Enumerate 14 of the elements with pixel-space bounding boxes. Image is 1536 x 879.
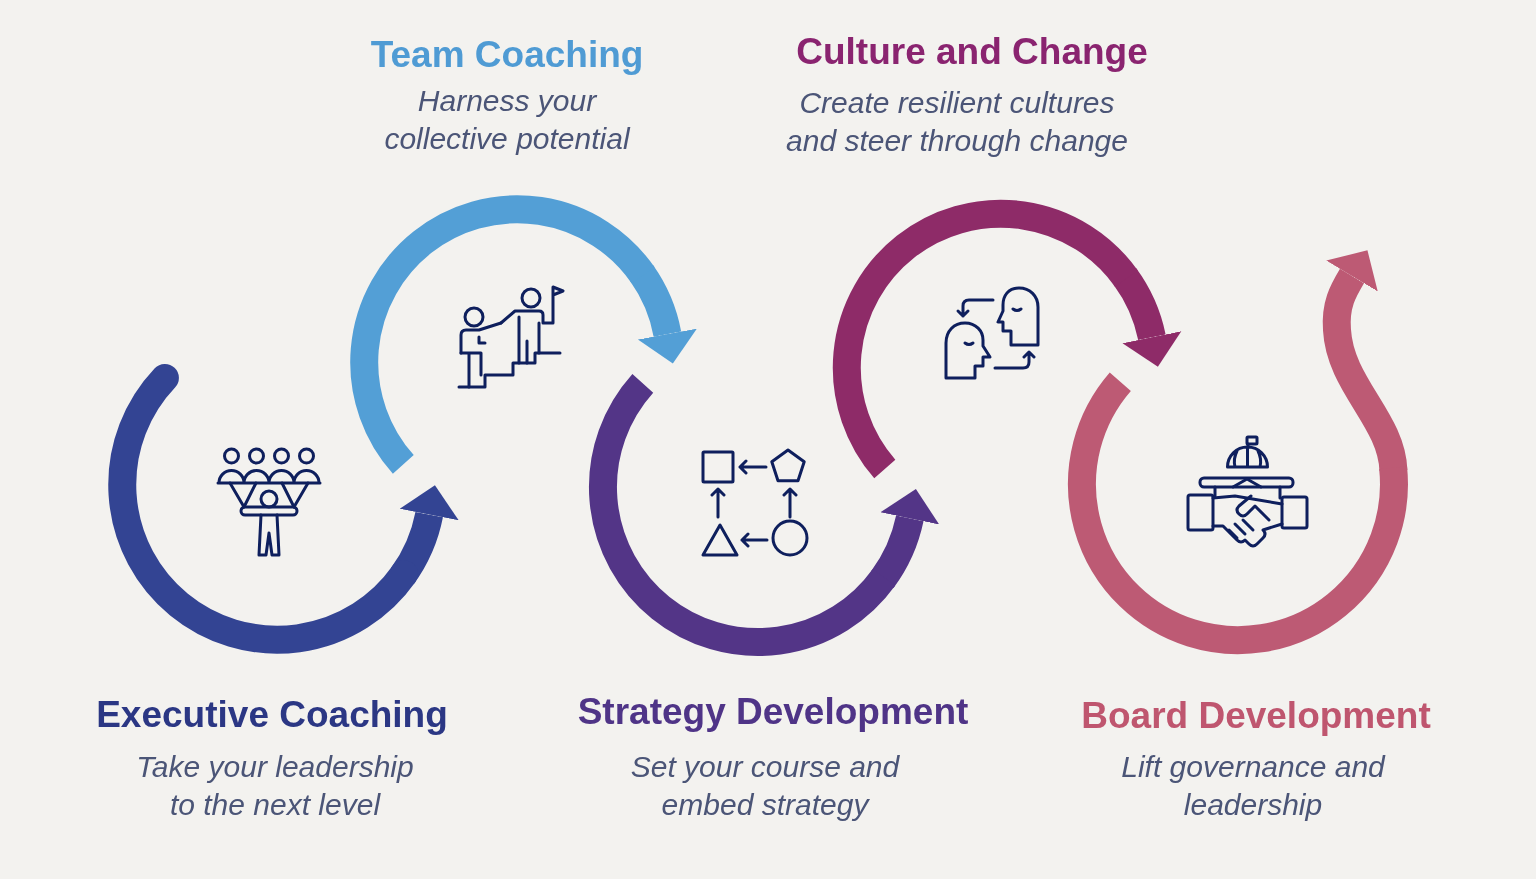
stage-title: Culture and Change: [796, 30, 1148, 74]
curved-arrow: [870, 489, 939, 588]
stage-description: Set your course and embed strategy: [630, 749, 900, 823]
stage-description: Lift governance and leadership: [1120, 749, 1386, 823]
stage-title: Strategy Development: [577, 690, 969, 734]
stage-description: Take your leadership to the next level: [135, 749, 415, 823]
curved-arrow: [629, 265, 697, 364]
stage-title: Board Development: [1081, 694, 1431, 738]
stage-description: Harness your collective potential: [383, 83, 631, 157]
curved-arrow: [1113, 268, 1181, 367]
stage-description: Create resilient cultures and steer through change: [785, 85, 1129, 159]
curved-arrow: [1322, 250, 1408, 472]
stage-title: Executive Coaching: [96, 693, 448, 737]
stage-title: Team Coaching: [370, 33, 644, 77]
